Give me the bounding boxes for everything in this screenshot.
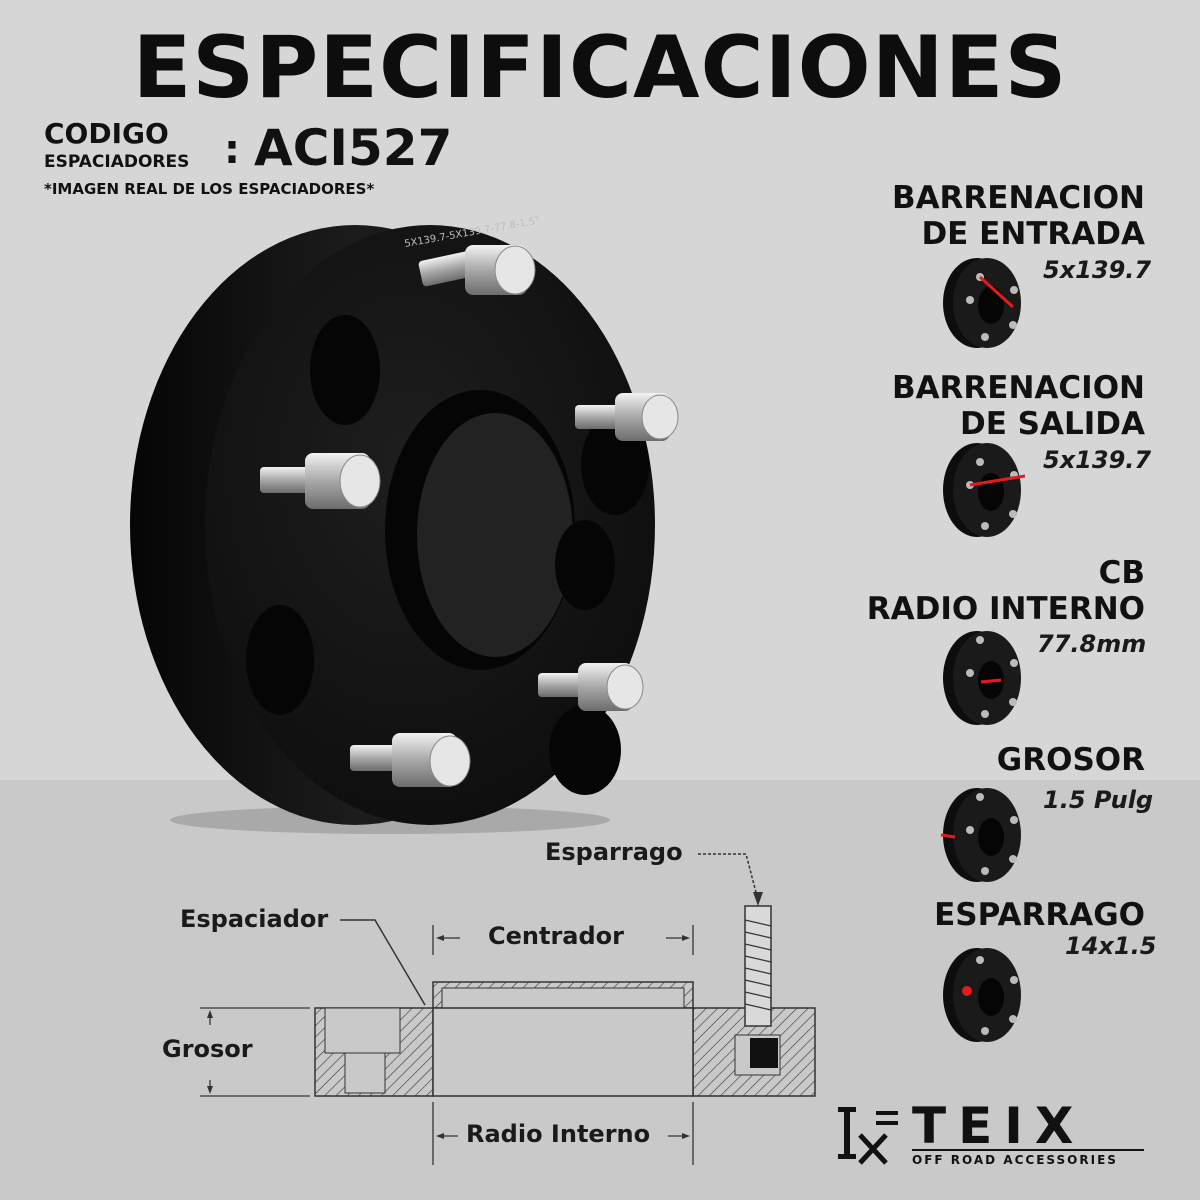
- spec-value-grosor: 1.5 Pulg: [1043, 786, 1154, 814]
- label-stud: Esparrago: [545, 838, 683, 866]
- mini-spacer-cb: [943, 631, 1021, 725]
- mini-spacer-esparrago: [943, 948, 1021, 1042]
- brand-name: TEIX: [912, 1097, 1086, 1155]
- spec-title-entrada: BARRENACION DE ENTRADA: [891, 180, 1145, 252]
- code-sublabel: ESPACIADORES: [44, 152, 190, 172]
- spec-title-salida: BARRENACION DE SALIDA: [891, 370, 1145, 442]
- cross-section-diagram: [200, 853, 816, 1165]
- lug-hole: [310, 315, 380, 425]
- mini-spacer-salida: [943, 443, 1026, 537]
- spec-value-entrada: 5x139.7: [1043, 256, 1152, 284]
- spacer-product-image: 5X139.7-5X139.7-77.8-1.5": [130, 215, 679, 834]
- lug-hole: [555, 520, 615, 610]
- spec-value-esparrago: 14x1.5: [1065, 932, 1157, 960]
- lug-hole: [246, 605, 314, 715]
- mini-spacer-grosor: [940, 788, 1021, 882]
- measure-line: [940, 833, 956, 839]
- spec-value-cb: 77.8mm: [1037, 630, 1147, 658]
- mini-spacer-entrada: [943, 258, 1021, 348]
- label-thickness: Grosor: [162, 1035, 253, 1063]
- lug-hole: [549, 705, 621, 795]
- brand-logo-mark: [838, 1107, 898, 1165]
- spec-title-grosor: GROSOR: [996, 742, 1145, 778]
- brand-logo: TEIX OFF ROAD ACCESSORIES: [836, 1097, 1146, 1167]
- measure-line: [978, 275, 1015, 309]
- spec-title-esparrago: ESPARRAGO: [934, 897, 1145, 933]
- label-bore: Radio Interno: [466, 1120, 651, 1148]
- stud-with-nut: [575, 393, 679, 441]
- center-bore-inner: [417, 413, 573, 657]
- spec-title-cb: CB RADIO INTERNO: [866, 555, 1145, 627]
- stud-with-nut: [260, 453, 381, 509]
- code-separator: :: [224, 127, 240, 173]
- code-value: ACI527: [254, 119, 453, 177]
- stud-with-nut: [418, 245, 536, 295]
- label-hub: Centrador: [488, 922, 624, 950]
- page-title: ESPECIFICACIONES: [132, 18, 1068, 118]
- measure-line: [969, 474, 1026, 487]
- brand-tagline: OFF ROAD ACCESSORIES: [912, 1149, 1144, 1167]
- stud-with-nut: [538, 663, 644, 711]
- stud-with-nut: [350, 733, 471, 787]
- label-spacer: Espaciador: [180, 905, 329, 933]
- spec-value-salida: 5x139.7: [1043, 446, 1152, 474]
- code-label: CODIGO: [44, 117, 169, 150]
- real-image-note: *IMAGEN REAL DE LOS ESPACIADORES*: [44, 180, 375, 198]
- measure-line: [980, 678, 1002, 684]
